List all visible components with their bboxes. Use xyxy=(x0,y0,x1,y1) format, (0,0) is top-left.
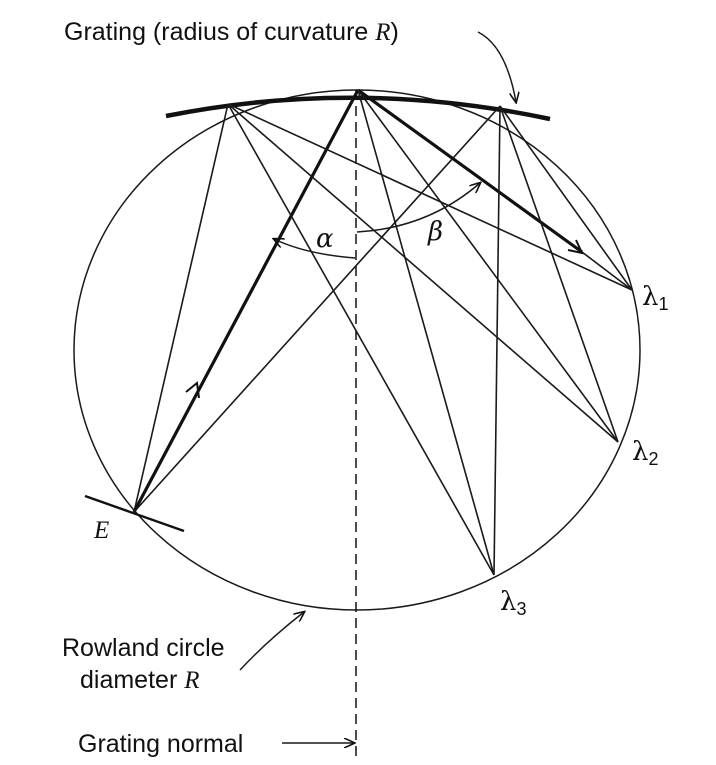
grating-arc xyxy=(165,95,551,122)
incident-ray-to-right-grating xyxy=(133,105,501,513)
diffracted-ray-bold xyxy=(357,88,583,254)
ray-left-to-lambda1 xyxy=(227,103,633,291)
beta-label: β xyxy=(427,217,443,247)
rowland-label-line1: Rowland circle xyxy=(62,634,225,662)
grating-label: Grating (radius of curvature R) xyxy=(64,18,399,46)
rowland-pointer xyxy=(239,612,304,671)
ray-center-extension xyxy=(581,251,633,291)
grating-normal-label: Grating normal xyxy=(78,730,243,758)
ray-left-to-lambda2 xyxy=(227,103,619,443)
beta-arc xyxy=(356,183,480,233)
ray-right-to-lambda3 xyxy=(493,105,501,576)
incident-ray-to-center-bold xyxy=(132,89,360,513)
ray-left-to-lambda3 xyxy=(227,103,495,576)
diffracted-arrowhead xyxy=(567,239,584,255)
ray-center-to-lambda3 xyxy=(357,89,495,576)
grating-pointer xyxy=(477,31,516,102)
lambda1-label: λ1 xyxy=(642,282,669,314)
ray-center-to-lambda2 xyxy=(357,89,619,443)
lambda3-label: λ3 xyxy=(500,587,527,619)
rowland-circle xyxy=(73,89,641,611)
alpha-arc xyxy=(274,239,356,259)
alpha-label: α xyxy=(316,224,334,254)
rowland-label-line2: diameter R xyxy=(80,666,200,694)
entrance-slit xyxy=(84,494,185,533)
ray-right-to-lambda2 xyxy=(499,105,619,443)
incident-ray-to-left-grating xyxy=(133,103,229,513)
incident-arrowhead xyxy=(185,381,200,399)
ray-right-to-lambda1 xyxy=(499,105,633,291)
lambda2-label: λ2 xyxy=(632,437,659,469)
entrance-label: E xyxy=(93,517,109,544)
